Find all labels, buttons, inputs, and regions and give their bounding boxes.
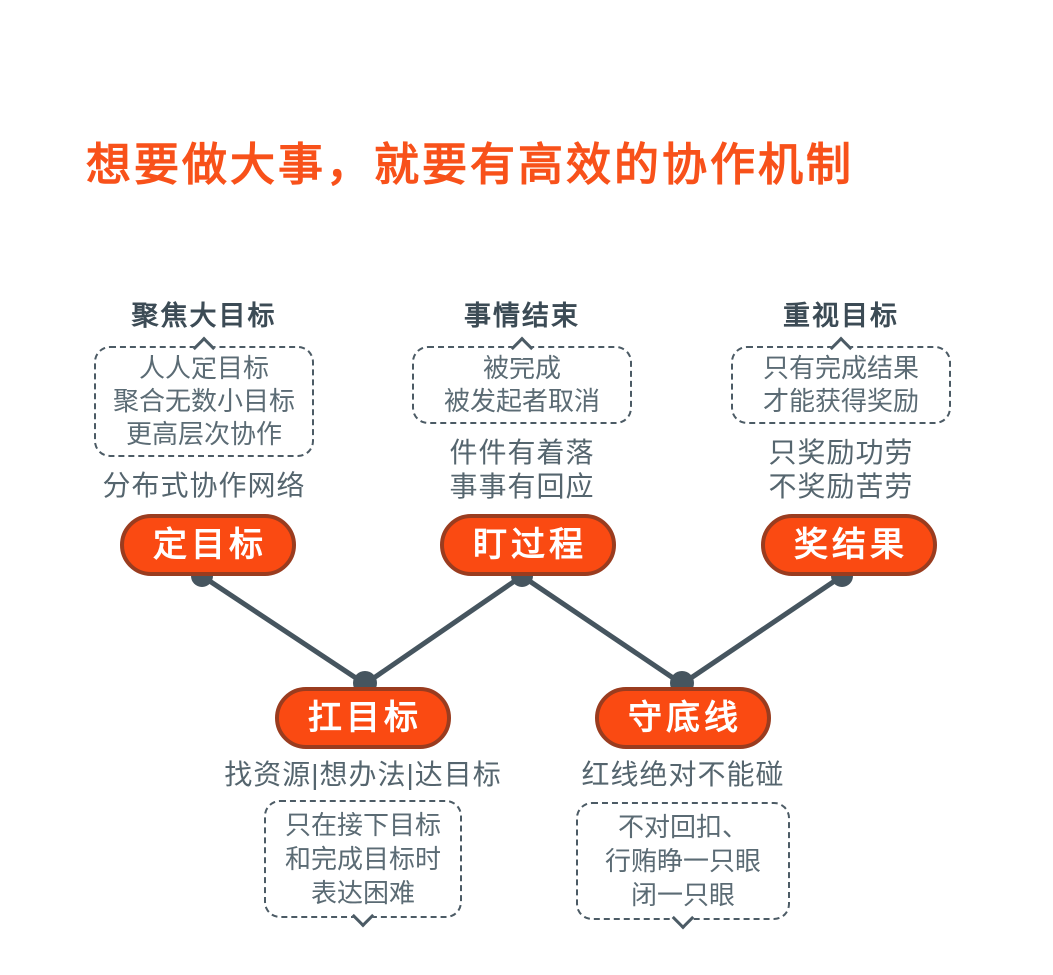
bubble-line: 和完成目标时: [284, 844, 441, 874]
speech-bubble: 只有完成结果 才能获得奖励: [731, 336, 951, 424]
column-note: 只奖励功劳 不奖励苦劳: [721, 436, 961, 504]
connector-dots: [191, 565, 853, 695]
speech-bubble: 只在接下目标 和完成目标时 表达困难: [264, 800, 462, 928]
column-header: 事情结束: [464, 301, 580, 331]
column-reward-result: 重视目标 只有完成结果 才能获得奖励 只奖励功劳 不奖励苦劳: [721, 300, 961, 504]
bubble-line: 聚合无数小目标: [112, 386, 295, 416]
note-line: 不奖励苦劳: [768, 471, 914, 502]
note-line: 件件有着落: [449, 437, 595, 468]
pill-hold-bottom-line: 守底线: [595, 687, 771, 749]
pill-carry-goal: 扛目标: [275, 687, 451, 749]
column-note: 分布式协作网络: [84, 469, 324, 503]
note-line: 分布式协作网络: [102, 470, 306, 501]
column-note: 件件有着落 事事有回应: [402, 436, 642, 504]
bubble-line: 行贿睁一只眼: [604, 846, 761, 876]
connector-line: [363, 573, 524, 687]
bubble-line: 被发起者取消: [443, 386, 600, 416]
note-line: 只奖励功劳: [768, 437, 914, 468]
bubble-line: 才能获得奖励: [762, 386, 919, 416]
connector-line: [200, 573, 367, 687]
page-title: 想要做大事，就要有高效的协作机制: [86, 139, 855, 190]
pill-reward-result: 奖结果: [761, 514, 937, 576]
bubble-line: 闭一只眼: [630, 880, 735, 910]
bubble-line: 不对回扣、: [617, 812, 748, 842]
bubble-line: 表达困难: [310, 878, 415, 908]
note-line: 事事有回应: [449, 471, 595, 502]
speech-bubble: 被完成 被发起者取消: [412, 336, 632, 424]
connector-line: [680, 573, 844, 687]
speech-bubble: 不对回扣、 行贿睁一只眼 闭一只眼: [576, 802, 790, 930]
bottom-note: 找资源|想办法|达目标: [203, 758, 523, 792]
column-define-goal: 聚焦大目标 人人定目标 聚合无数小目标 更高层次协作 分布式协作网络: [84, 300, 324, 503]
connector-lines: [200, 573, 844, 687]
bubble-line: 只在接下目标: [284, 810, 441, 840]
column-header: 重视目标: [783, 301, 899, 331]
connector-line: [520, 573, 684, 687]
note-line: 红线绝对不能碰: [581, 759, 785, 790]
bottom-note: 红线绝对不能碰: [523, 758, 843, 792]
speech-bubble: 人人定目标 聚合无数小目标 更高层次协作: [94, 336, 314, 457]
column-header: 聚焦大目标: [131, 301, 277, 331]
column-watch-process: 事情结束 被完成 被发起者取消 件件有着落 事事有回应: [402, 300, 642, 504]
bubble-line: 更高层次协作: [125, 419, 282, 449]
pill-define-goal: 定目标: [120, 514, 296, 576]
pill-watch-process: 盯过程: [440, 514, 616, 576]
note-line: 找资源|想办法|达目标: [224, 759, 502, 790]
